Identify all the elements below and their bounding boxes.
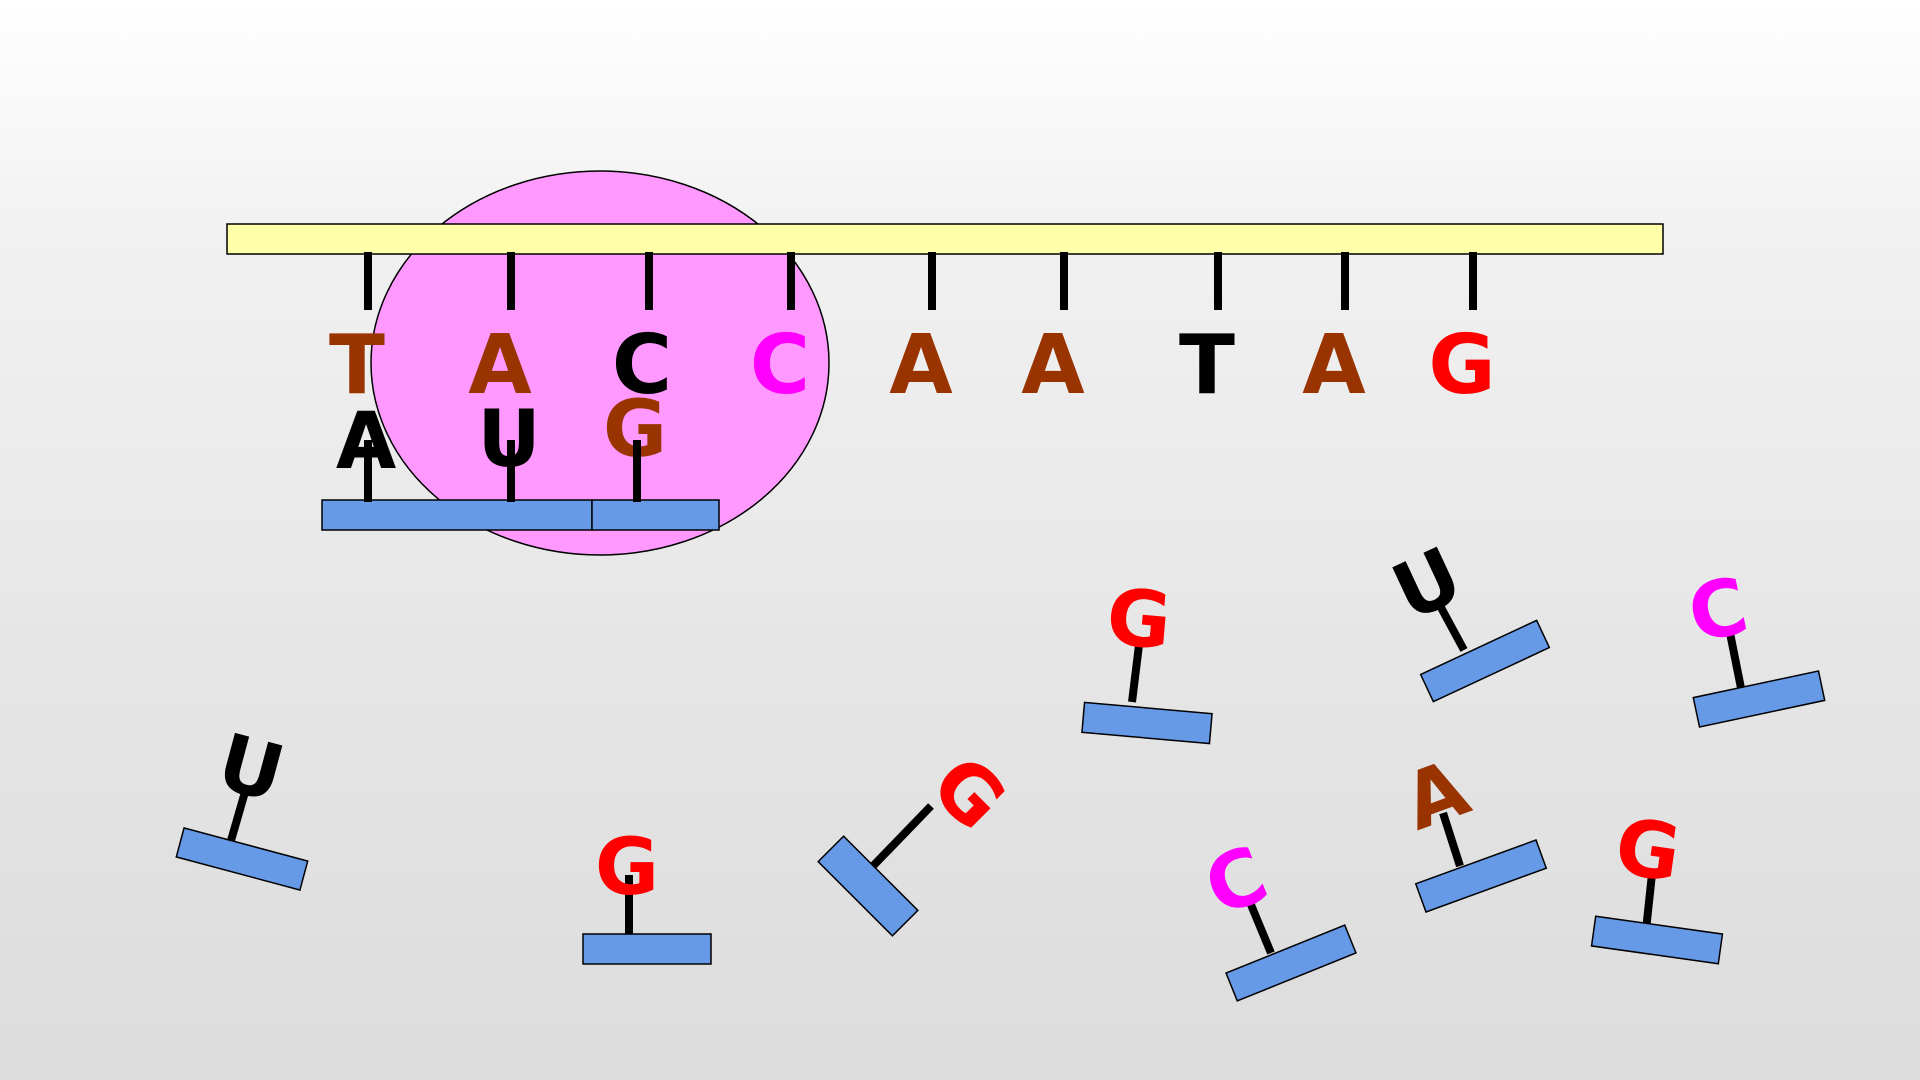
- base-stick: [1245, 898, 1275, 955]
- nucleotide-letter: G: [595, 823, 659, 913]
- base-stick: [1439, 811, 1464, 868]
- nucleotide-letter: G: [1610, 802, 1686, 900]
- free-nucleotide: U: [175, 717, 309, 891]
- nucleotide-letter: C: [1681, 561, 1756, 661]
- nucleotide-block: [1419, 619, 1551, 703]
- nucleotide-block: [1590, 915, 1724, 965]
- nucleotide-block: [817, 835, 919, 937]
- free-nucleotide: G: [1081, 572, 1213, 745]
- dna-base-letter: T: [329, 318, 385, 413]
- nucleotide-letter: G: [1103, 572, 1175, 667]
- free-nucleotide: G: [817, 739, 1023, 937]
- nucleotide-block: [1225, 924, 1357, 1002]
- dna-base-letter: C: [750, 318, 810, 413]
- ribosome-ellipse: [370, 170, 830, 556]
- free-nucleotide: G: [582, 823, 712, 965]
- free-nucleotide: G: [1590, 802, 1724, 965]
- nucleotide-letter: C: [1193, 829, 1280, 934]
- base-stick: [1642, 873, 1656, 931]
- dna-base-letter: T: [1179, 318, 1235, 413]
- base-stick: [870, 803, 934, 869]
- nucleotide-block: [1692, 670, 1826, 728]
- dna-base-letter: A: [1021, 318, 1085, 413]
- nucleotide-letter: G: [914, 739, 1023, 848]
- nucleotide-letter: U: [208, 717, 292, 820]
- free-nucleotide: C: [1681, 561, 1826, 728]
- nucleotide-letter: U: [1380, 531, 1475, 639]
- dna-base-letter: G: [1428, 318, 1495, 413]
- dna-strand-bar: [226, 223, 1664, 255]
- free-nucleotide: A: [1393, 743, 1548, 913]
- nucleotide-block: [582, 933, 712, 965]
- dna-base-letter: C: [612, 318, 672, 413]
- base-stick: [1726, 632, 1745, 689]
- nucleotide-letter: A: [1393, 743, 1481, 848]
- base-stick: [1434, 600, 1468, 652]
- nucleotide-block: [1081, 701, 1213, 745]
- free-nucleotide: C: [1193, 829, 1357, 1002]
- dna-base-letter: A: [1302, 318, 1366, 413]
- free-nucleotide: U: [1380, 531, 1551, 703]
- mrna-backbone-block: [591, 499, 720, 531]
- nucleotide-block: [1414, 839, 1548, 913]
- base-stick: [1128, 644, 1143, 703]
- nucleotide-block: [175, 827, 309, 891]
- dna-base-letter: A: [889, 318, 953, 413]
- dna-base-letter: A: [468, 318, 532, 413]
- base-stick: [226, 790, 249, 846]
- mrna-backbone-block: [321, 499, 593, 531]
